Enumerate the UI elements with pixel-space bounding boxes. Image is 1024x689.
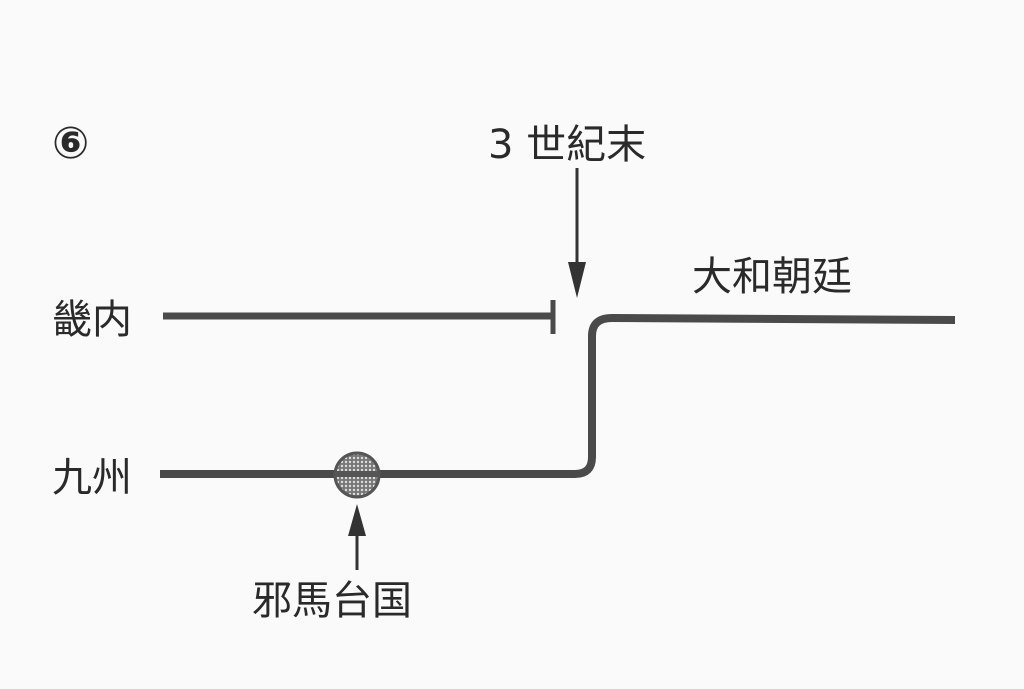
kinai-line xyxy=(163,300,556,334)
region-label-kinai: 畿内 xyxy=(52,297,132,343)
region-label-kyushu: 九州 xyxy=(52,455,132,501)
figure-number: ⑥ xyxy=(52,118,89,169)
kyushu-yamato-line xyxy=(160,313,956,478)
yamatai-arrow xyxy=(348,504,366,570)
yamatai-marker xyxy=(333,451,381,499)
yamato-label: 大和朝廷 xyxy=(692,254,852,300)
yamatai-label: 邪馬台国 xyxy=(252,578,412,624)
time-arrow xyxy=(568,168,586,298)
time-label: 3 世紀末 xyxy=(488,122,646,168)
